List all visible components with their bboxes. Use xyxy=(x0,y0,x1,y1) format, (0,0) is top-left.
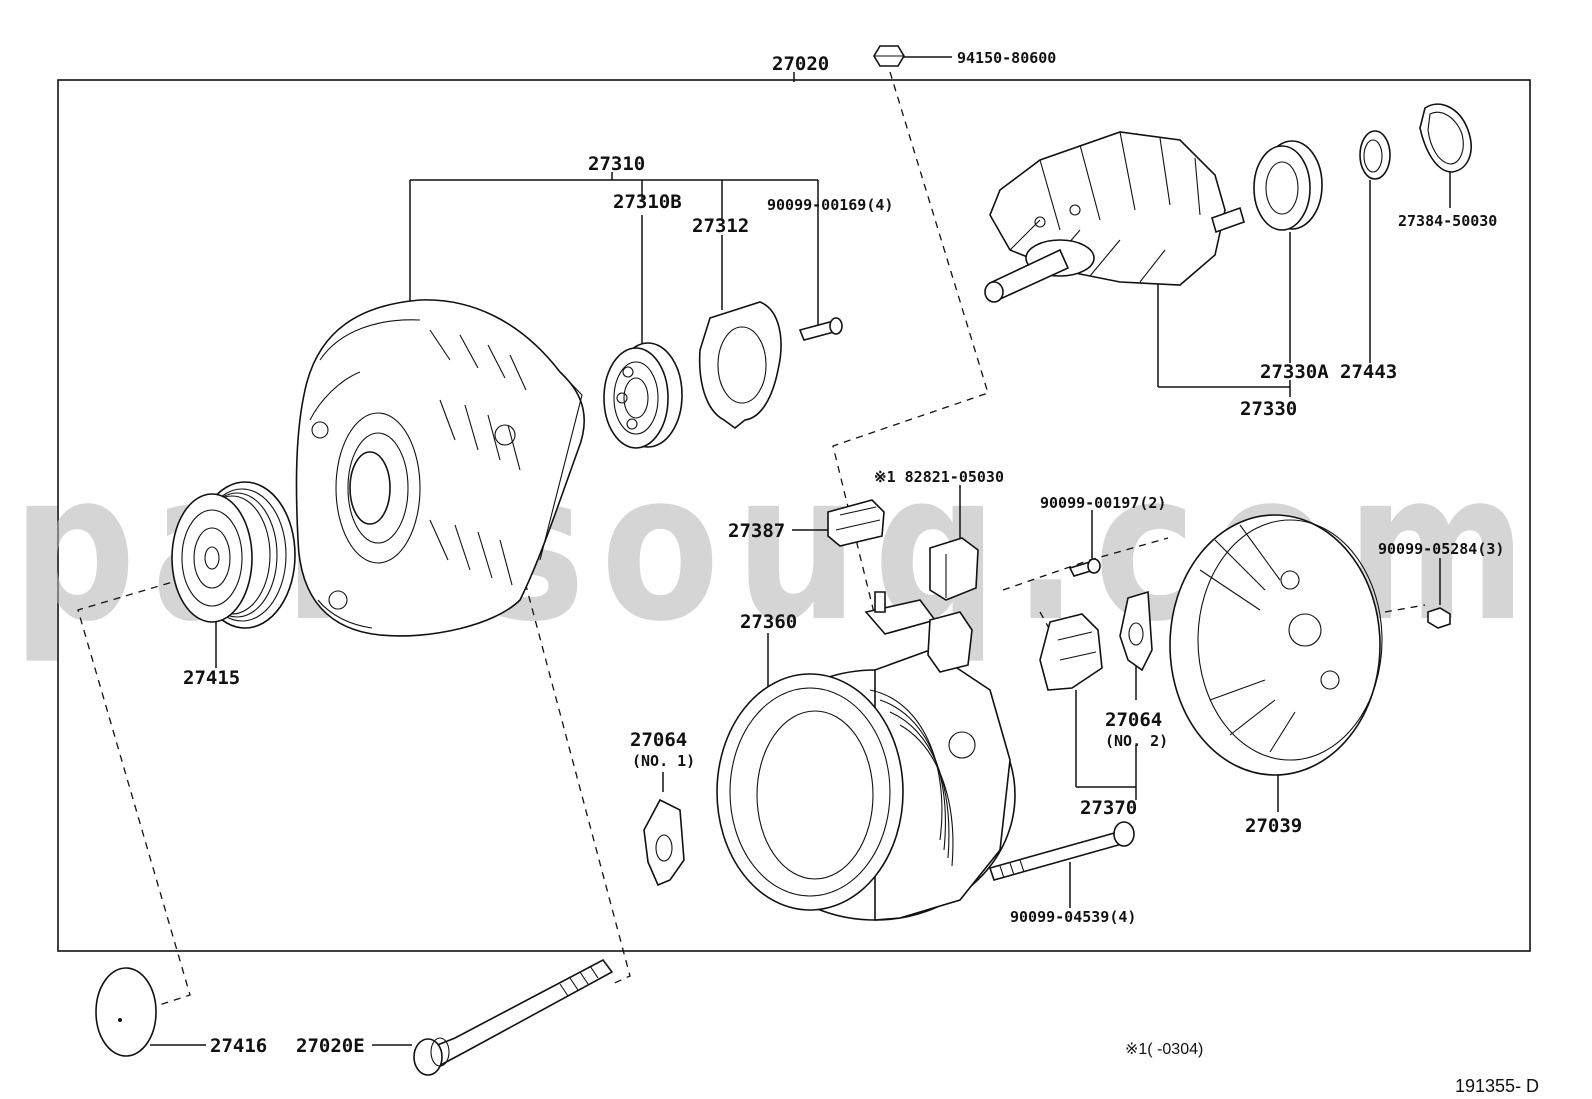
seal-27384-50030 xyxy=(1419,103,1472,173)
label-94150-80600[interactable]: 94150-80600 xyxy=(957,49,1056,67)
label-90099-04539[interactable]: 90099-04539(4) xyxy=(1010,908,1136,926)
label-27020E[interactable]: 27020E xyxy=(296,1035,365,1057)
rear-cover-27039 xyxy=(1169,514,1383,776)
label-27064-no1[interactable]: 27064 xyxy=(630,729,687,751)
label-27312[interactable]: 27312 xyxy=(692,215,749,237)
part-labels: 27020 94150-80600 27310 27310B 27312 900… xyxy=(183,49,1504,1057)
insulator-27387 xyxy=(827,499,885,547)
gasket-27064-no1 xyxy=(643,798,685,887)
cover-27443 xyxy=(1359,130,1391,180)
bolt-90099-04539 xyxy=(988,821,1135,881)
label-27039[interactable]: 27039 xyxy=(1245,815,1302,837)
label-27064-no2[interactable]: 27064 xyxy=(1105,709,1162,731)
label-90099-00197[interactable]: 90099-00197(2) xyxy=(1040,494,1166,512)
label-27310[interactable]: 27310 xyxy=(588,153,645,175)
label-27310B[interactable]: 27310B xyxy=(613,191,682,213)
brush-holder-27370 xyxy=(1039,613,1103,691)
label-82821-05030[interactable]: ※1 82821-05030 xyxy=(874,468,1004,486)
gasket-27064-no2 xyxy=(1119,590,1153,672)
label-90099-00169[interactable]: 90099-00169(4) xyxy=(767,196,893,214)
leader-lines xyxy=(150,56,1451,1046)
nut-94150 xyxy=(873,45,905,67)
pulley-27415 xyxy=(171,481,296,629)
label-27020[interactable]: 27020 xyxy=(772,53,829,75)
label-27384-50030[interactable]: 27384-50030 xyxy=(1398,212,1497,230)
stator-27360 xyxy=(716,591,1016,921)
bolt-27020E xyxy=(413,958,614,1076)
label-27330[interactable]: 27330 xyxy=(1240,398,1297,420)
diagram-code: 191355- D xyxy=(1455,1076,1539,1096)
label-27360[interactable]: 27360 xyxy=(740,611,797,633)
rotor-27330 xyxy=(984,131,1245,303)
screw-90099-00197 xyxy=(1068,558,1101,577)
screw-90099-00169 xyxy=(798,317,843,341)
bearing-27310B xyxy=(603,342,683,449)
label-27443[interactable]: 27443 xyxy=(1340,361,1397,383)
nut-90099-05284 xyxy=(1427,607,1451,629)
drive-end-frame-27310 xyxy=(295,299,585,637)
label-90099-05284[interactable]: 90099-05284(3) xyxy=(1378,540,1504,558)
label-27370[interactable]: 27370 xyxy=(1080,797,1137,819)
label-27415[interactable]: 27415 xyxy=(183,667,240,689)
footnote: ※1( -0304) xyxy=(1125,1041,1203,1058)
label-27330A[interactable]: 27330A xyxy=(1260,361,1329,383)
connector-82821 xyxy=(929,537,979,601)
retainer-27312 xyxy=(698,301,782,430)
label-27387[interactable]: 27387 xyxy=(728,520,785,542)
label-27064-no1-sub: (NO. 1) xyxy=(632,752,695,770)
cap-27416 xyxy=(95,967,157,1057)
bearing-27330A xyxy=(1253,140,1323,231)
label-27064-no2-sub: (NO. 2) xyxy=(1105,732,1168,750)
label-27416[interactable]: 27416 xyxy=(210,1035,267,1057)
